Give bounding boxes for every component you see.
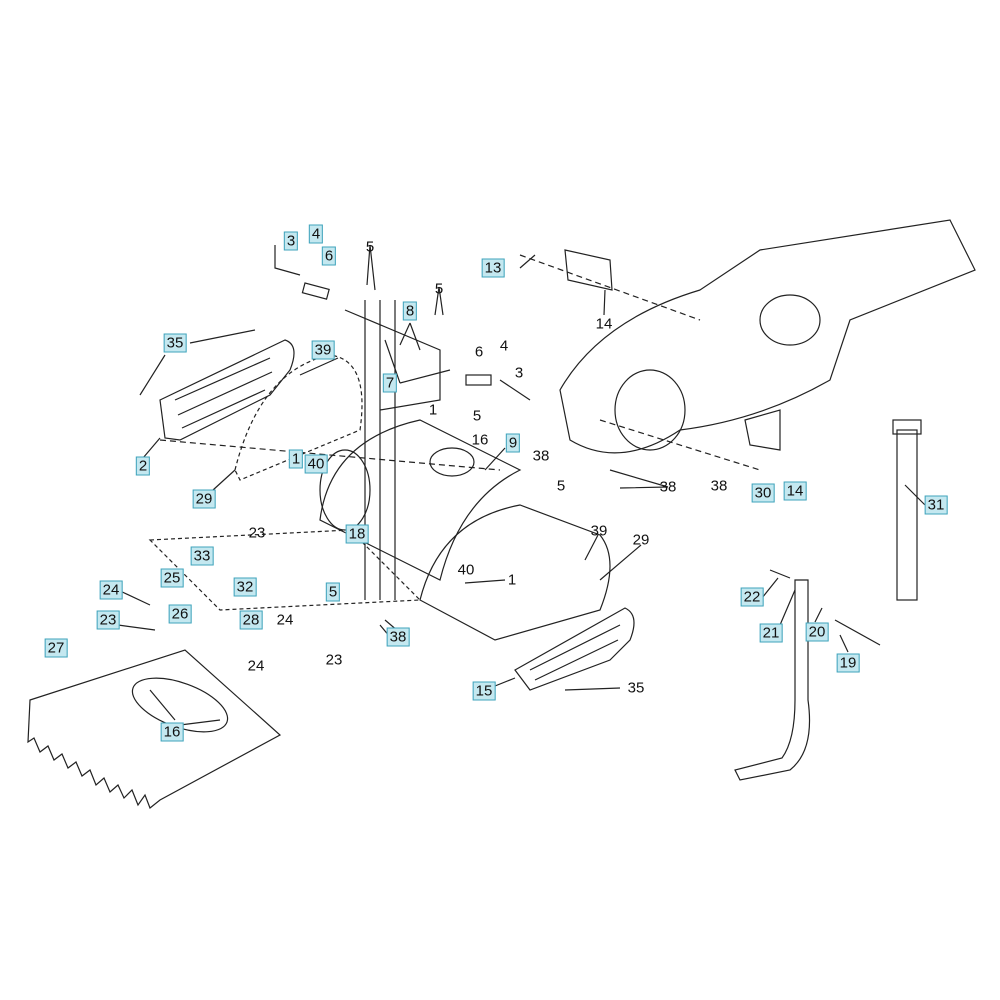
callout-part-23: 23 bbox=[325, 651, 343, 669]
callout-part-32: 32 bbox=[233, 577, 257, 597]
callout-part-3: 3 bbox=[283, 231, 299, 251]
fender-29-right bbox=[419, 504, 611, 641]
callout-part-14: 14 bbox=[595, 315, 613, 333]
tine-hood-9 bbox=[319, 419, 522, 581]
callout-part-39: 39 bbox=[590, 522, 608, 540]
callout-part-4: 4 bbox=[308, 224, 324, 244]
callout-part-29: 29 bbox=[192, 489, 216, 509]
callout-part-1: 1 bbox=[507, 571, 517, 589]
callout-part-38: 38 bbox=[659, 478, 677, 496]
callout-part-4: 4 bbox=[499, 337, 509, 355]
callout-part-1: 1 bbox=[428, 401, 438, 419]
callout-part-24: 24 bbox=[247, 657, 265, 675]
callout-part-3: 3 bbox=[514, 364, 524, 382]
callout-part-16: 16 bbox=[160, 722, 184, 742]
callout-part-9: 9 bbox=[505, 433, 521, 453]
callout-part-24: 24 bbox=[99, 580, 123, 600]
callout-part-5: 5 bbox=[325, 582, 341, 602]
callout-part-33: 33 bbox=[190, 546, 214, 566]
callout-part-5: 5 bbox=[434, 280, 444, 298]
callout-part-1: 1 bbox=[288, 449, 304, 469]
callout-part-8: 8 bbox=[402, 301, 418, 321]
callout-part-40: 40 bbox=[304, 454, 328, 474]
callout-part-35: 35 bbox=[163, 333, 187, 353]
callout-part-26: 26 bbox=[168, 604, 192, 624]
side-shield-15 bbox=[514, 607, 635, 691]
callout-part-27: 27 bbox=[44, 638, 68, 658]
callout-part-31: 31 bbox=[924, 495, 948, 515]
callout-part-5: 5 bbox=[472, 407, 482, 425]
side-shield-2 bbox=[159, 339, 295, 441]
callout-part-22: 22 bbox=[740, 587, 764, 607]
callout-part-13: 13 bbox=[481, 258, 505, 278]
callout-part-6: 6 bbox=[321, 246, 337, 266]
callout-part-7: 7 bbox=[382, 373, 398, 393]
callout-part-19: 19 bbox=[836, 653, 860, 673]
callout-part-38: 38 bbox=[386, 627, 410, 647]
callout-part-29: 29 bbox=[632, 531, 650, 549]
leg-31 bbox=[896, 429, 918, 601]
callout-part-23: 23 bbox=[248, 524, 266, 542]
callout-part-39: 39 bbox=[311, 340, 335, 360]
callout-part-28: 28 bbox=[239, 610, 263, 630]
callout-part-14: 14 bbox=[783, 481, 807, 501]
callout-part-15: 15 bbox=[472, 681, 496, 701]
depth-bar-21 bbox=[734, 579, 811, 781]
callout-part-6: 6 bbox=[474, 343, 484, 361]
callout-part-18: 18 bbox=[345, 524, 369, 544]
callout-part-35: 35 bbox=[627, 679, 645, 697]
callout-part-2: 2 bbox=[135, 456, 151, 476]
callout-part-21: 21 bbox=[759, 623, 783, 643]
bracket-14 bbox=[564, 249, 613, 291]
callout-part-30: 30 bbox=[751, 483, 775, 503]
callout-part-24: 24 bbox=[276, 611, 294, 629]
callout-part-40: 40 bbox=[457, 561, 475, 579]
callout-part-5: 5 bbox=[365, 238, 375, 256]
callout-part-16: 16 bbox=[471, 431, 489, 449]
tine-shield-27 bbox=[27, 649, 282, 809]
callout-part-25: 25 bbox=[160, 568, 184, 588]
callout-part-23: 23 bbox=[96, 610, 120, 630]
callout-part-20: 20 bbox=[805, 622, 829, 642]
callout-part-5: 5 bbox=[556, 477, 566, 495]
tiller-body bbox=[559, 219, 976, 454]
callout-part-38: 38 bbox=[532, 447, 550, 465]
callout-part-38: 38 bbox=[710, 477, 728, 495]
